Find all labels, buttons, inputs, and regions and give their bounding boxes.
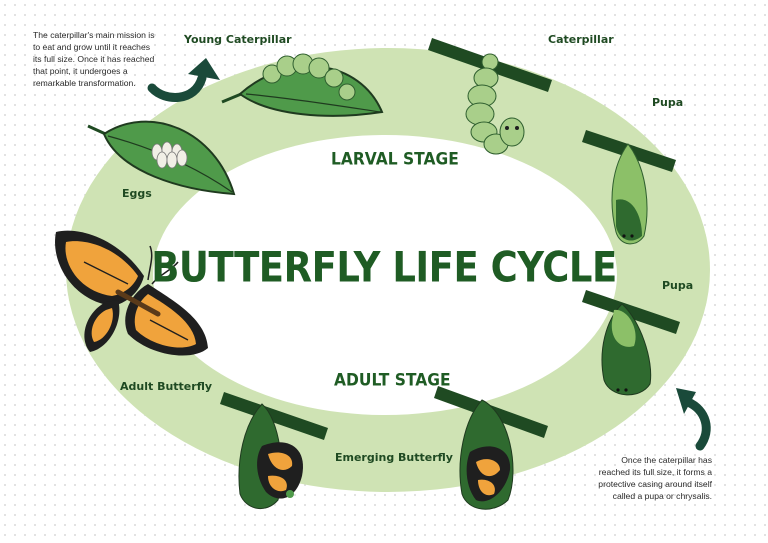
label-eggs: Eggs (122, 187, 152, 200)
pupa-icon (582, 130, 676, 245)
label-adult-butterfly: Adult Butterfly (120, 380, 213, 393)
adult-stage-heading: ADULT STAGE (334, 370, 451, 390)
larval-stage-heading: LARVAL STAGE (331, 149, 459, 169)
note-bottom-right: Once the caterpillar has reached its ful… (598, 455, 712, 501)
emerging-butterfly-icon (434, 386, 548, 510)
note-top-left: The caterpillar's main mission is to eat… (33, 30, 155, 88)
curved-arrow-icon (676, 388, 711, 451)
young-caterpillar-icon (221, 53, 384, 117)
cycle-ring (66, 48, 710, 492)
label-pupa-1: Pupa (652, 96, 684, 109)
adult-butterfly-icon (55, 230, 208, 356)
curved-arrow-icon (147, 58, 220, 102)
leaf-eggs-icon (87, 120, 236, 196)
label-emerging-butterfly: Emerging Butterfly (335, 451, 453, 464)
page-title: BUTTERFLY LIFE CYCLE (151, 243, 617, 292)
label-pupa-2: Pupa (662, 279, 694, 292)
chrysalis-icon (582, 290, 680, 396)
caterpillar-icon (428, 38, 552, 155)
emerging-butterfly-icon (220, 392, 328, 509)
label-young-caterpillar: Young Caterpillar (184, 33, 292, 46)
label-caterpillar: Caterpillar (548, 33, 614, 46)
